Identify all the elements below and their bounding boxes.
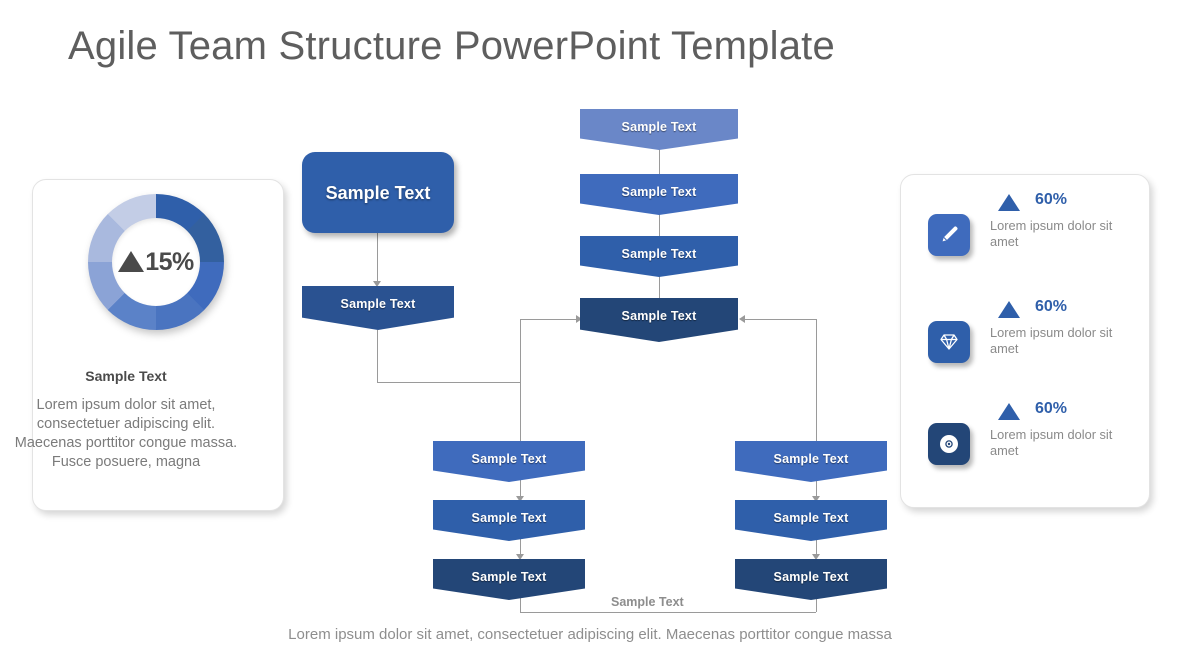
- connector-root-to-left: [377, 233, 378, 283]
- donut-ring: 15%: [88, 194, 224, 330]
- arrow-head-down: [812, 554, 820, 560]
- connector-left-down: [377, 330, 378, 382]
- connector-br-bottom: [816, 590, 817, 612]
- connector-into-main-right: [745, 319, 816, 320]
- kpi-card-heading: Sample Text: [85, 368, 167, 384]
- flow-node-center-3[interactable]: Sample Text: [580, 236, 738, 277]
- flow-node-bottom-right-1[interactable]: Sample Text: [735, 441, 887, 482]
- connector-c3-c4: [659, 271, 660, 304]
- footer-caption: Lorem ipsum dolor sit amet, consectetuer…: [288, 626, 892, 643]
- metric-percent: 60%: [1035, 298, 1068, 315]
- triangle-up-icon: [998, 403, 1020, 420]
- metric-text: Lorem ipsum dolor sit amet: [990, 218, 1113, 249]
- connector-bottom-loop: [520, 612, 816, 613]
- flow-node-center-1[interactable]: Sample Text: [580, 109, 738, 150]
- flow-node-center-4[interactable]: Sample Text: [580, 298, 738, 342]
- arrow-head-down: [373, 281, 381, 287]
- connector-left-across: [377, 382, 520, 383]
- metric-percent: 60%: [1035, 400, 1068, 417]
- flow-node-bottom-left-3[interactable]: Sample Text: [433, 559, 585, 600]
- triangle-up-icon: [998, 301, 1020, 318]
- flow-node-left-1[interactable]: Sample Text: [302, 286, 454, 330]
- arrow-head-left: [739, 315, 745, 323]
- connector-bl2-bl3: [520, 531, 521, 556]
- flow-node-bottom-left-1[interactable]: Sample Text: [433, 441, 585, 482]
- connector-up-to-main: [520, 319, 521, 383]
- flow-node-center-2[interactable]: Sample Text: [580, 174, 738, 215]
- page-title: Agile Team Structure PowerPoint Template: [68, 24, 835, 68]
- connector-c1-c2: [659, 146, 660, 182]
- arrow-head-right: [576, 315, 582, 323]
- metric-item-1[interactable]: 60% Lorem ipsum dolor sit amet: [900, 188, 1150, 280]
- arrow-head-down: [516, 554, 524, 560]
- connector-c2-c3: [659, 209, 660, 242]
- flow-node-bottom-left-2[interactable]: Sample Text: [433, 500, 585, 541]
- connector-bl1-bl2: [520, 472, 521, 498]
- connector-into-main-left: [520, 319, 578, 320]
- connector-br-up: [816, 319, 817, 445]
- donut-value: 15%: [145, 247, 194, 276]
- triangle-up-icon: [998, 194, 1020, 211]
- connector-br1-br2: [816, 472, 817, 498]
- metric-text: Lorem ipsum dolor sit amet: [990, 427, 1113, 458]
- connector-br2-br3: [816, 531, 817, 556]
- metric-item-2[interactable]: 60% Lorem ipsum dolor sit amet: [900, 295, 1150, 387]
- donut-hole: 15%: [112, 218, 200, 306]
- triangle-up-icon: [118, 250, 145, 272]
- disc-icon[interactable]: [928, 423, 970, 465]
- connector-label: Sample Text: [606, 595, 689, 609]
- donut-chart: 15%: [70, 194, 242, 334]
- connector-main-to-bl: [520, 382, 521, 446]
- connector-bl-bottom: [520, 590, 521, 612]
- pencil-icon[interactable]: [928, 214, 970, 256]
- metric-text: Lorem ipsum dolor sit amet: [990, 325, 1113, 356]
- metric-percent: 60%: [1035, 191, 1068, 208]
- flow-node-root[interactable]: Sample Text: [302, 152, 454, 233]
- metric-item-3[interactable]: 60% Lorem ipsum dolor sit amet: [900, 397, 1150, 489]
- flow-node-bottom-right-2[interactable]: Sample Text: [735, 500, 887, 541]
- arrow-head-down: [516, 496, 524, 502]
- kpi-card-body: Lorem ipsum dolor sit amet, consectetuer…: [14, 397, 238, 470]
- donut-center-label: 15%: [118, 248, 194, 277]
- flow-node-bottom-right-3[interactable]: Sample Text: [735, 559, 887, 600]
- diamond-icon[interactable]: [928, 321, 970, 363]
- arrow-head-down: [812, 496, 820, 502]
